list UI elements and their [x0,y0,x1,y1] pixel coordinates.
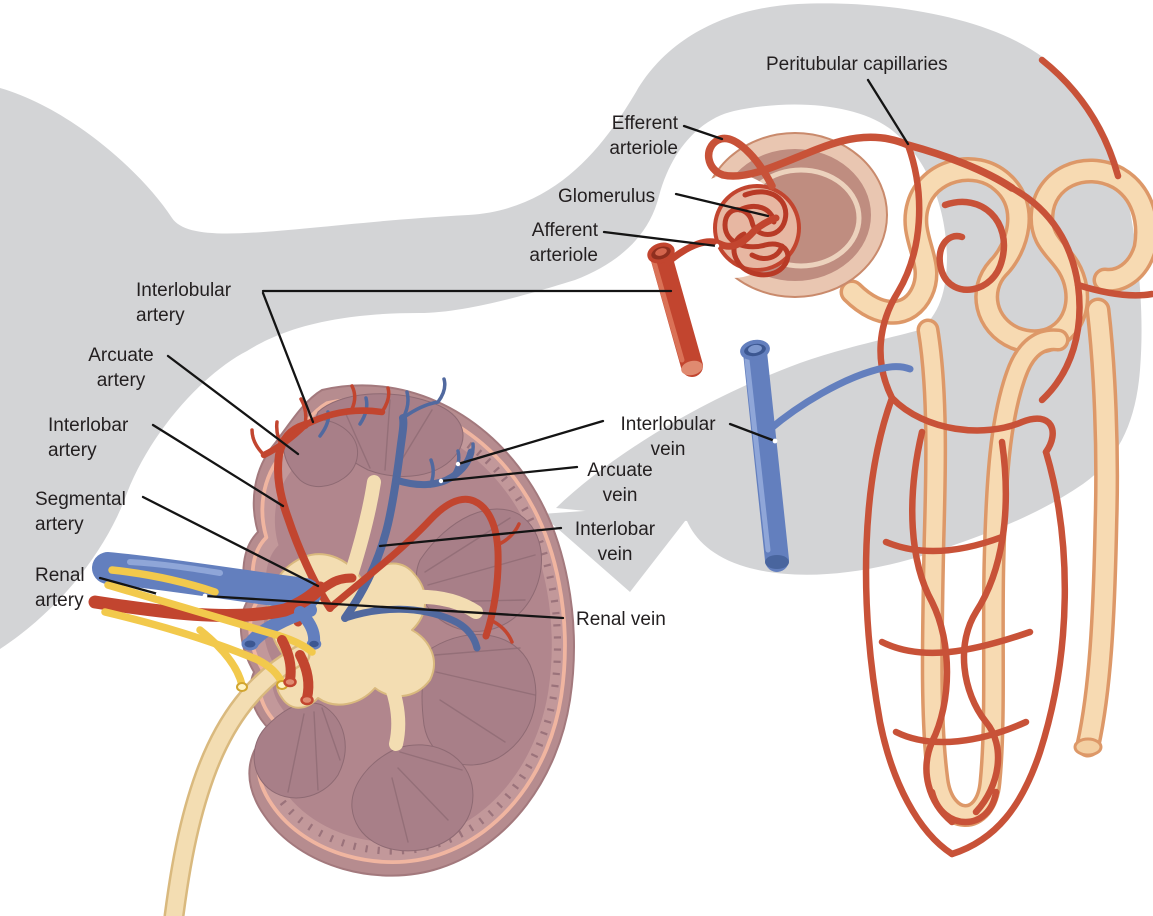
label-efferent-arteriole: Efferent arteriole [609,113,678,159]
renal-pyramids [253,393,542,852]
leader-interlobar-vein [378,526,563,548]
leader-segmental-artery [141,495,320,588]
interlobular-vein-branch [765,363,914,434]
hilum-vessels [88,552,327,706]
ureter [163,644,311,916]
kidney-illustration [88,377,575,916]
leader-arcuate-vein [439,465,579,483]
vasa-recta [862,394,956,858]
peritubular-capillaries-network [705,56,1153,858]
leader-interlobular-vein-kidney [456,419,605,466]
pyramid-striations [287,399,536,843]
leader-arcuate-artery [166,354,300,456]
leader-interlobular-vein-nephron [728,422,777,443]
flow-band [0,3,1142,649]
label-renal-artery: Renal artery [35,565,85,611]
label-arcuate-artery: Arcuate artery [88,345,154,391]
label-interlobar-vein: Interlobar vein [574,519,656,565]
label-interlobar-artery: Interlobar artery [48,415,129,461]
leader-renal-vein [203,594,565,620]
leader-target-dots [155,243,778,599]
leader-peritubular-capillaries [866,78,910,146]
label-interlobular-artery: Interlobular artery [136,280,232,326]
interlobular-vein-tube [740,339,914,572]
collecting-duct-cut-end [1073,737,1103,757]
label-renal-vein: Renal vein [576,609,666,630]
leader-glomerulus [674,192,770,218]
leader-interlobular-artery-kidney [261,291,315,424]
label-interlobular-vein: Interlobular vein [620,414,716,460]
leader-efferent-arteriole [682,124,724,141]
interlobular-artery-twigs [250,384,521,644]
flow-arrowhead [541,503,699,592]
flow-band-ribbon [0,3,1142,649]
leader-interlobar-artery [151,423,285,508]
leader-lines [98,78,910,620]
renal-artery-vessel [88,581,327,622]
label-segmental-artery: Segmental artery [35,489,126,535]
label-arcuate-vein: Arcuate vein [587,460,653,506]
label-glomerulus: Glomerulus [558,186,656,207]
nephron-illustration [647,56,1153,858]
leader-afferent-arteriole [602,230,719,248]
calyx-arms [345,475,483,751]
leader-renal-artery [98,576,160,596]
label-peritubular-capillaries: Peritubular capillaries [766,54,948,75]
label-afferent-arteriole: Afferent arteriole [529,220,598,266]
renal-nerves [101,566,316,689]
